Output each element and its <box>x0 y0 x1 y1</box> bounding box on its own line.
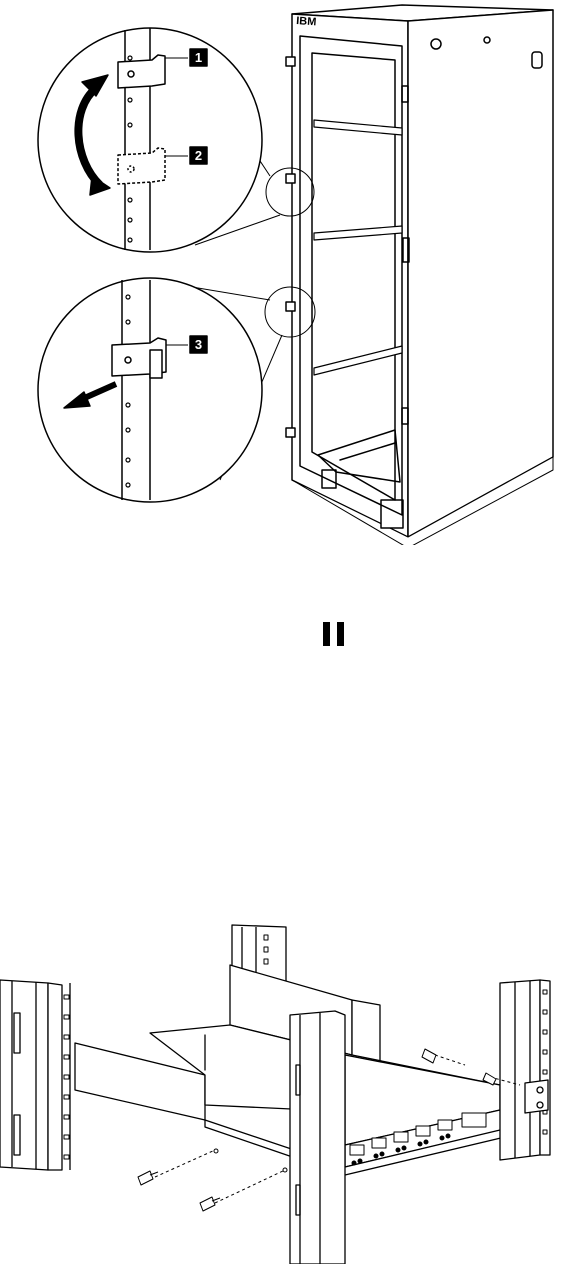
separator-bars-icon <box>321 622 349 646</box>
callout-2: 2 <box>195 148 202 163</box>
hinge-remove-detail <box>38 278 262 502</box>
cabinet-door-removal-figure: IBM 1 2 <box>0 0 567 545</box>
rack-mount-installation-figure <box>0 905 567 1264</box>
left-front-rail <box>0 980 70 1170</box>
rack-cabinet <box>286 5 553 545</box>
center-front-rail <box>290 1011 345 1264</box>
ibm-brand-label: IBM <box>296 15 317 28</box>
right-rail <box>500 980 550 1160</box>
callout-3: 3 <box>195 337 202 352</box>
hinge-lift-detail <box>38 28 262 252</box>
callout-1: 1 <box>195 50 202 65</box>
